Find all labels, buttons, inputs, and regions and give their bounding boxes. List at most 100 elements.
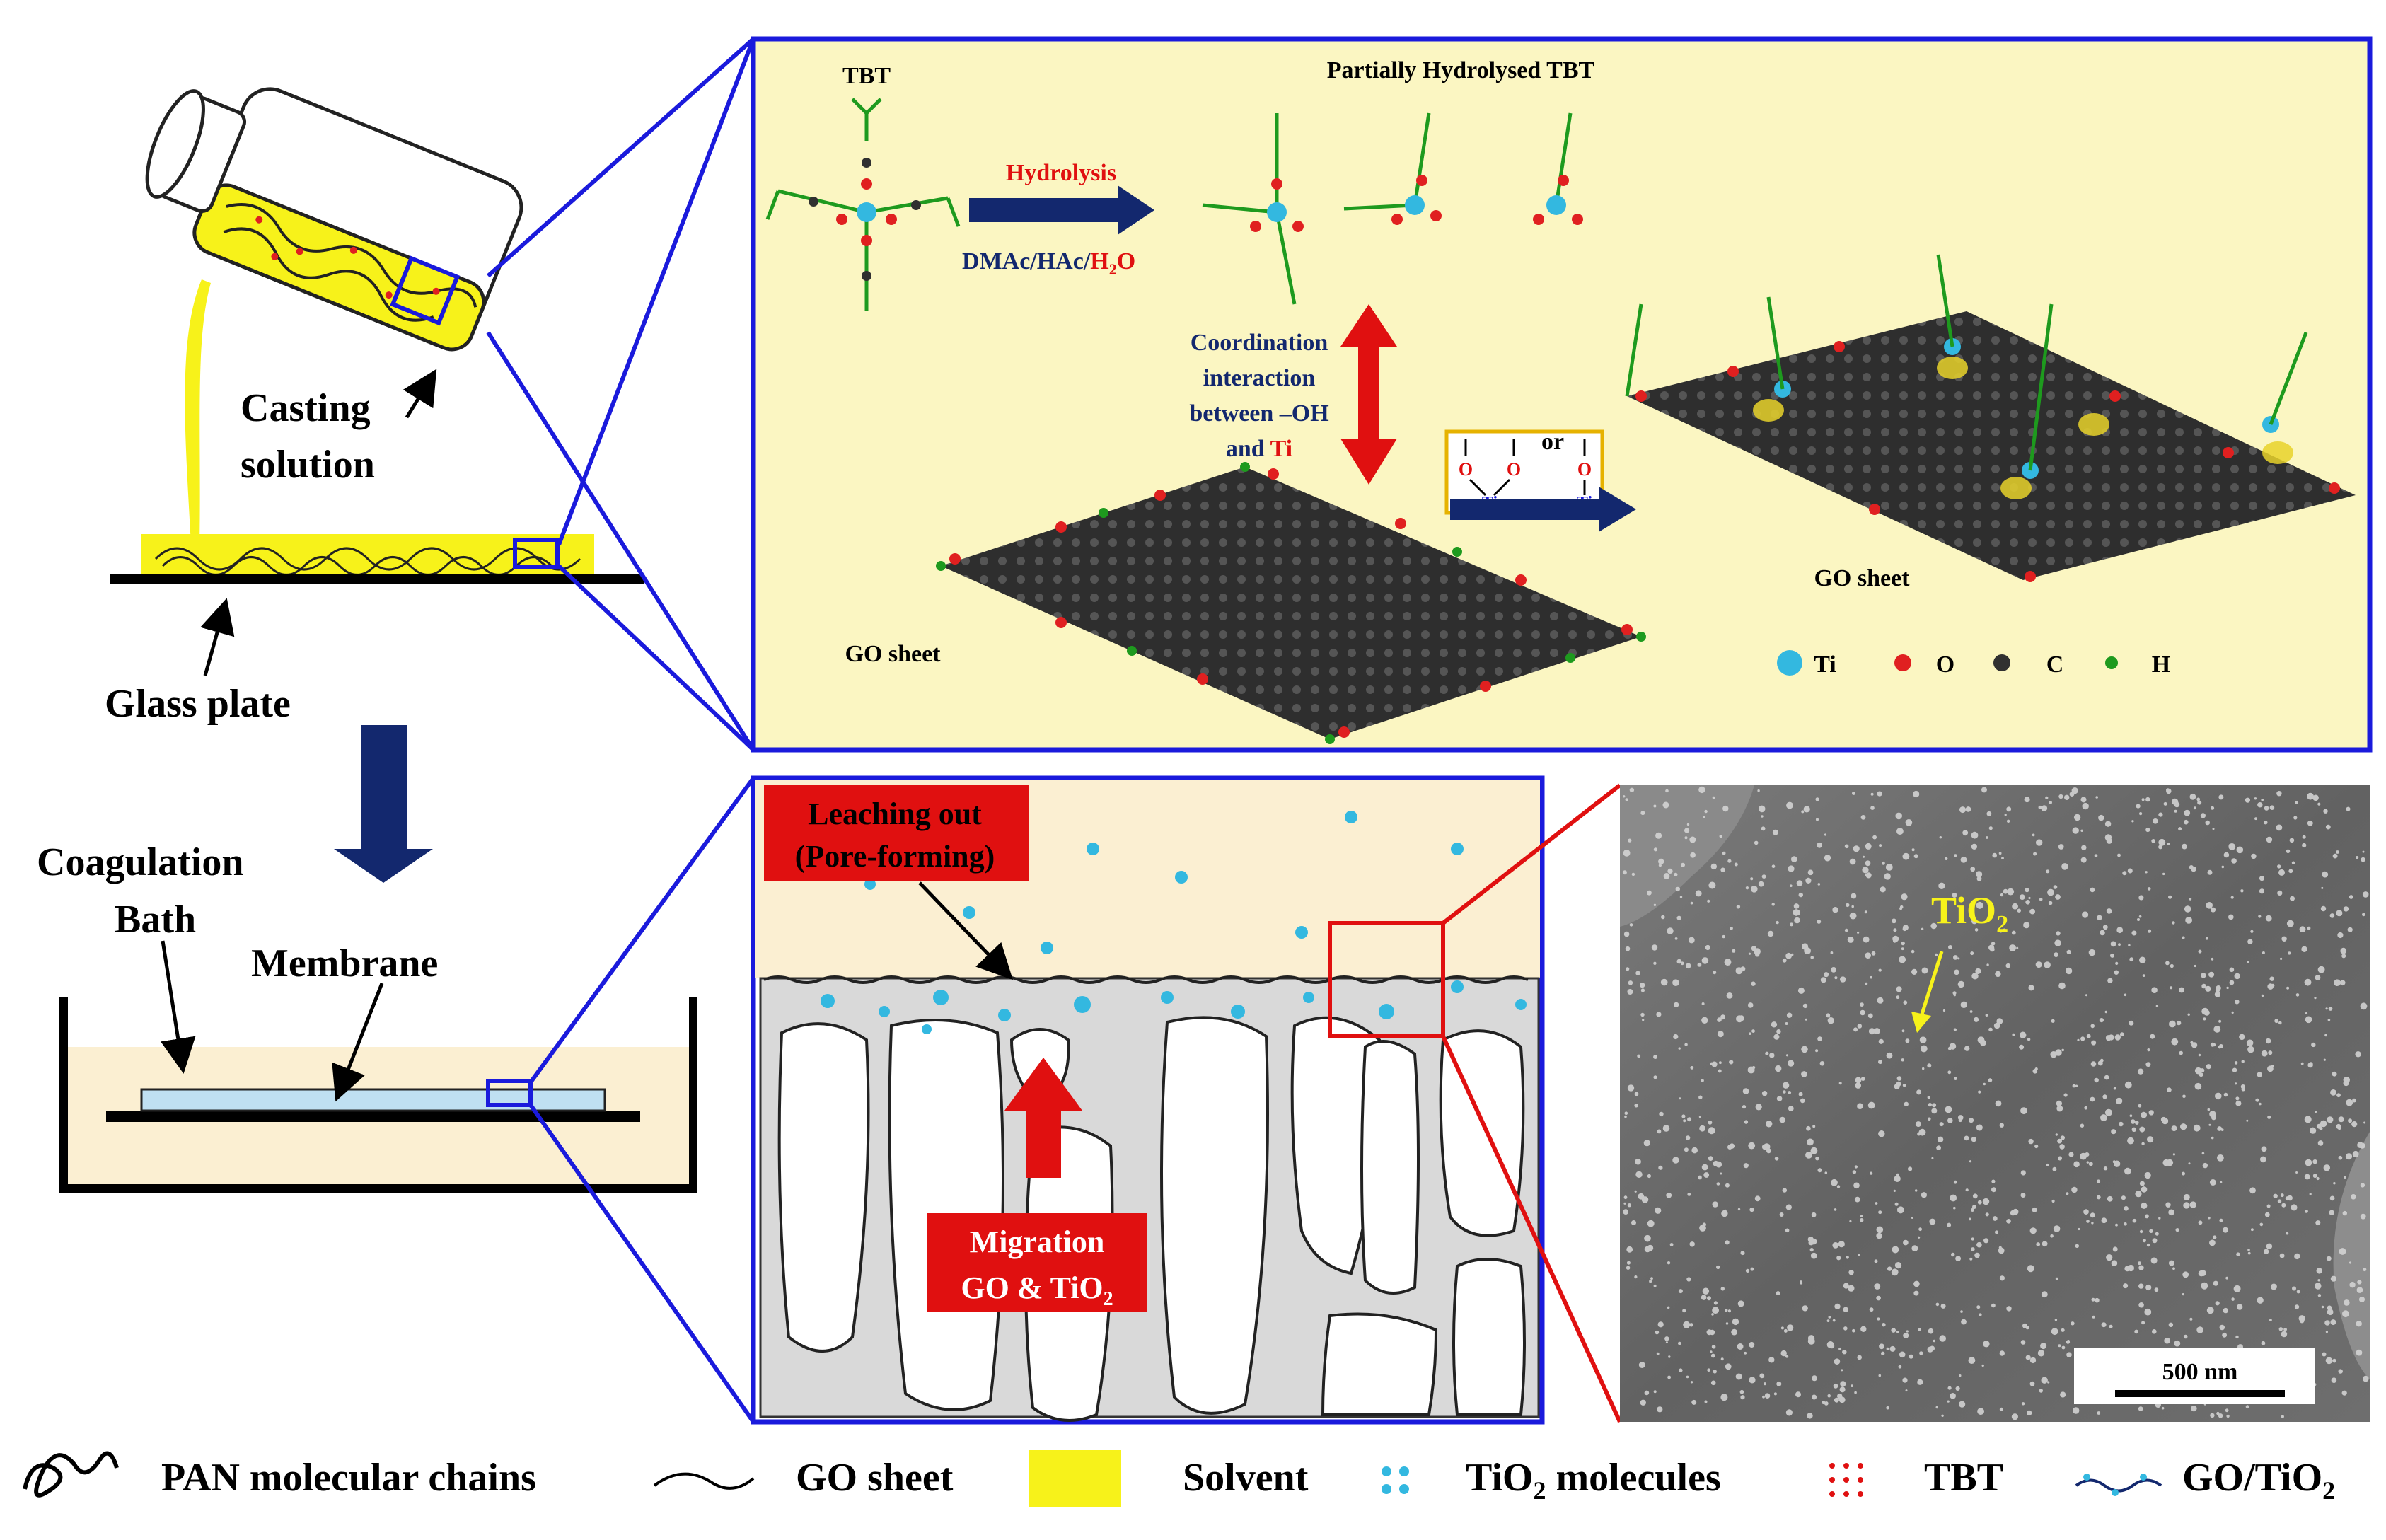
sem-particle [1896, 995, 1900, 1000]
casting-solution-label-2: solution [241, 443, 375, 487]
sem-particle [2327, 1116, 2334, 1123]
sem-particle [2246, 1119, 2249, 1122]
sem-particle [2273, 1193, 2278, 1199]
sem-particle [1771, 903, 1775, 906]
sem-particle [1920, 1045, 1928, 1053]
sem-particle [2207, 1108, 2211, 1111]
sem-particle [2317, 966, 2325, 973]
tio2-sem-pointer [1918, 951, 1944, 1019]
sem-particle [2201, 973, 2206, 978]
sem-particle [1711, 1345, 1716, 1349]
sem-particle [1852, 792, 1855, 795]
sem-particle [2217, 1126, 2223, 1131]
sem-particle [1851, 905, 1854, 908]
sem-particle [1871, 951, 1876, 956]
sem-particle [1742, 1088, 1749, 1094]
sem-particle [2334, 979, 2341, 986]
sem-particle [2071, 1186, 2078, 1193]
sem-particle [1952, 893, 1957, 898]
sem-particle [2047, 888, 2054, 896]
sem-particle [1678, 1289, 1683, 1294]
sem-particle [2088, 949, 2096, 956]
sem-particle [2141, 1111, 2148, 1118]
sem-particle [1710, 1380, 1716, 1386]
sem-particle [1824, 1401, 1829, 1406]
sem-particle [1691, 1399, 1697, 1405]
sem-particle [1915, 1189, 1918, 1192]
sem-particle [1708, 1156, 1713, 1161]
sem-particle [1849, 858, 1856, 865]
sem-particle [2036, 839, 2043, 846]
sem-particle [2097, 1411, 2101, 1415]
sem-particle [1626, 1246, 1633, 1253]
sem-particle [1689, 836, 1696, 843]
sem-particle [2346, 806, 2351, 811]
sem-particle [2138, 1406, 2143, 1411]
sem-particle [1930, 922, 1937, 930]
sem-particle [1690, 1381, 1693, 1384]
sem-particle [2235, 1082, 2237, 1085]
sem-particle [1658, 858, 1664, 864]
partial-tbt-molecules [1202, 112, 1583, 305]
sem-particle [2258, 915, 2262, 918]
sem-particle [1998, 852, 2002, 855]
sem-particle [1656, 1352, 1660, 1355]
sem-particle [2198, 1053, 2201, 1057]
sem-particle [1653, 847, 1657, 852]
sem-particle [1964, 1135, 1969, 1141]
sem-particle [2021, 1402, 2025, 1406]
sem-particle [1834, 1303, 1841, 1309]
sem-particle [1950, 1393, 1956, 1399]
sem-particle [1723, 1209, 1727, 1212]
svg-text:O: O [1577, 459, 1592, 480]
sem-particle [1757, 789, 1760, 792]
sem-particle [2073, 1407, 2080, 1414]
sem-particle [1743, 1163, 1749, 1169]
sem-particle [1642, 1019, 1645, 1021]
sem-particle [2152, 1329, 2157, 1334]
sem-particle [2321, 1305, 2324, 1309]
sem-particle [2326, 1256, 2332, 1261]
grafting-arrow [1450, 487, 1636, 532]
sem-particle [1807, 869, 1814, 876]
sem-particle [1761, 815, 1764, 818]
sem-particle [1682, 1309, 1686, 1313]
sem-particle [1922, 1067, 1925, 1070]
sem-particle [2105, 1035, 2112, 1041]
sem-particle [1824, 1171, 1828, 1174]
sem-particle [1832, 1242, 1839, 1249]
sem-particle [2058, 1156, 2062, 1161]
sem-particle [2075, 1084, 2078, 1087]
sem-particle [1853, 1182, 1860, 1189]
sem-particle [2301, 946, 2307, 953]
sem-particle [2260, 1156, 2266, 1163]
sem-particle [1794, 917, 1800, 924]
sem-particle [1876, 1226, 1884, 1234]
sem-particle [1665, 789, 1669, 793]
sem-particle [2220, 1128, 2224, 1131]
sem-particle [1886, 1406, 1889, 1410]
sem-particle [2235, 1335, 2239, 1339]
sem-particle [2320, 905, 2327, 912]
sem-particle [1712, 1307, 1720, 1314]
sem-particle [2135, 1191, 2142, 1198]
sem-particle [2330, 1319, 2336, 1326]
sem-particle [1761, 1091, 1768, 1096]
sem-particle [1775, 1065, 1782, 1072]
sem-particle [2092, 1315, 2095, 1319]
sem-particle [1716, 1265, 1720, 1270]
sem-particle [2158, 1217, 2161, 1220]
sem-particle [2183, 1202, 2190, 1209]
sem-particle [2261, 1341, 2266, 1345]
sem-particle [2262, 951, 2265, 954]
sem-particle [2168, 895, 2172, 899]
sem-particle [1885, 864, 1893, 871]
sem-particle [2094, 1077, 2099, 1083]
sem-particle [2012, 1033, 2015, 1036]
sem-particle [2279, 1253, 2285, 1258]
sem-particle [2255, 1098, 2259, 1102]
sem-particle [2302, 835, 2306, 839]
sem-particle [1942, 1009, 1946, 1012]
sem-particle [2257, 1297, 2264, 1304]
sem-particle [1653, 903, 1657, 907]
